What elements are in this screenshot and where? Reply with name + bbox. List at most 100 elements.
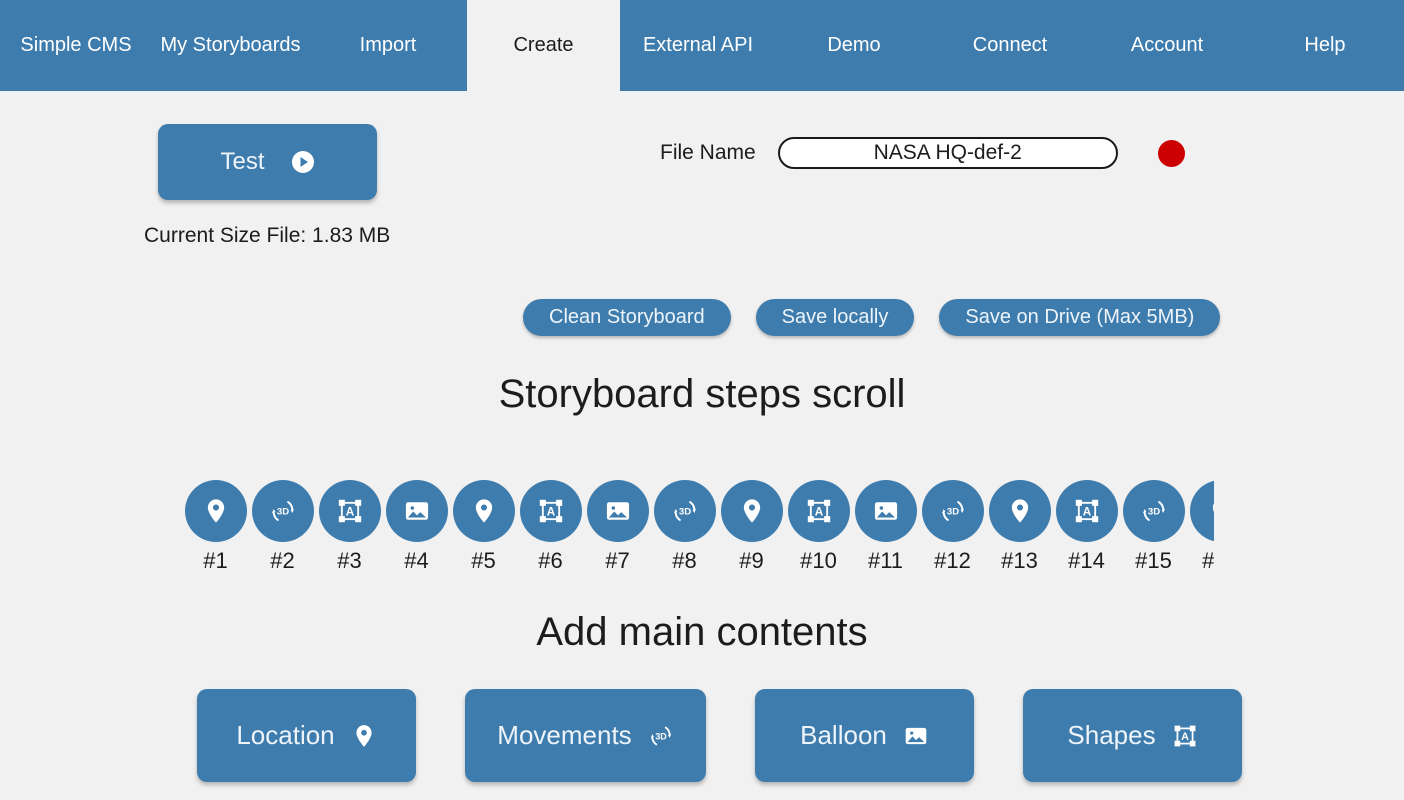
step-icon-button[interactable]: [720, 480, 783, 542]
add-content-button-label: Shapes: [1067, 720, 1156, 750]
nav-item-label: Create: [513, 34, 574, 56]
svg-text:A: A: [814, 505, 823, 518]
step-icon-button[interactable]: 3D: [251, 480, 314, 542]
location-pin-icon: [351, 723, 377, 749]
save-locally-button[interactable]: Save locally: [755, 299, 915, 336]
storyboard-step[interactable]: #1: [182, 480, 249, 574]
storyboard-step[interactable]: 3D#12: [919, 480, 986, 574]
step-label: #3: [337, 548, 362, 573]
svg-text:3D: 3D: [655, 731, 667, 741]
step-icon-button[interactable]: A: [1055, 480, 1118, 542]
svg-text:A: A: [1181, 731, 1189, 743]
shape-frame-a-icon: A: [1073, 497, 1101, 525]
nav-item-simple-cms[interactable]: Simple CMS: [0, 0, 152, 91]
test-block: Test Current Size File: 1.83 MB: [144, 124, 438, 248]
nav-item-import[interactable]: Import: [309, 0, 467, 91]
save-actions-row: Clean Storyboard Save locally Save on Dr…: [523, 299, 1221, 336]
step-label: #7: [605, 548, 630, 573]
storyboard-steps-title: Storyboard steps scroll: [498, 372, 906, 416]
storyboard-step[interactable]: #11: [852, 480, 919, 574]
test-button-label: Test: [220, 148, 265, 175]
add-balloon-button[interactable]: Balloon: [755, 689, 974, 782]
step-label: #4: [404, 548, 429, 573]
storyboard-step[interactable]: 3D #15: [1120, 480, 1187, 574]
storyboard-step[interactable]: #4: [383, 480, 450, 574]
step-label: #12: [934, 548, 971, 573]
step-icon-button[interactable]: 3D: [1122, 480, 1185, 542]
add-shapes-button[interactable]: Shapes A: [1023, 689, 1242, 782]
storyboard-step[interactable]: A #6: [517, 480, 584, 574]
test-button[interactable]: Test: [158, 124, 377, 200]
add-main-contents-title: Add main contents: [536, 610, 868, 654]
shape-frame-a-icon: A: [537, 497, 565, 525]
nav-item-label: My Storyboards: [160, 34, 301, 56]
nav-item-external-api[interactable]: External API: [620, 0, 776, 91]
nav-item-label: Import: [359, 34, 417, 56]
rotate-3d-icon: 3D: [1140, 497, 1168, 525]
storyboard-step[interactable]: #9: [718, 480, 785, 574]
file-name-input[interactable]: [777, 137, 1118, 169]
storyboard-step[interactable]: #7: [584, 480, 651, 574]
page-content: Test Current Size File: 1.83 MB File Nam…: [0, 91, 1404, 800]
add-movements-button[interactable]: Movements 3D: [465, 689, 706, 782]
nav-item-help[interactable]: Help: [1246, 0, 1404, 91]
location-pin-icon: [470, 497, 498, 525]
nav-item-label: Account: [1130, 34, 1204, 56]
add-content-button-label: Location: [236, 720, 335, 750]
storyboard-step[interactable]: A#10: [785, 480, 852, 574]
step-icon-button[interactable]: [452, 480, 515, 542]
storyboard-step[interactable]: A #14: [1053, 480, 1120, 574]
shape-frame-a-icon: A: [1172, 723, 1198, 749]
shape-frame-a-icon: A: [336, 497, 364, 525]
storyboard-step[interactable]: #5: [450, 480, 517, 574]
step-label: #9: [739, 548, 764, 573]
location-pin-icon: [202, 497, 230, 525]
nav-item-account[interactable]: Account: [1088, 0, 1246, 91]
add-main-contents-row: Location Movements 3D Balloon Shapes A: [197, 689, 1242, 782]
location-pin-icon: [1006, 497, 1034, 525]
svg-text:A: A: [546, 505, 555, 518]
step-icon-button[interactable]: [586, 480, 649, 542]
step-label: #13: [1001, 548, 1038, 573]
step-icon-button[interactable]: A: [318, 480, 381, 542]
storyboard-step[interactable]: A #3: [316, 480, 383, 574]
step-icon-button[interactable]: [854, 480, 917, 542]
add-content-button-label: Balloon: [800, 720, 887, 750]
storyboard-step[interactable]: 3D#2: [249, 480, 316, 574]
add-content-button-label: Movements: [497, 720, 632, 750]
location-pin-icon: [738, 497, 766, 525]
storyboard-step[interactable]: 3D#8: [651, 480, 718, 574]
play-icon: [291, 150, 315, 174]
nav-item-connect[interactable]: Connect: [932, 0, 1088, 91]
step-label: #15: [1135, 548, 1172, 573]
save-on-drive-button[interactable]: Save on Drive (Max 5MB): [939, 299, 1221, 336]
current-size-label: Current Size File: 1.83 MB: [144, 224, 391, 247]
step-icon-button[interactable]: [1189, 480, 1214, 542]
file-name-label: File Name: [660, 141, 756, 164]
step-icon-button[interactable]: 3D: [653, 480, 716, 542]
step-label: #14: [1068, 548, 1105, 573]
step-label: #5: [471, 548, 496, 573]
nav-item-demo[interactable]: Demo: [776, 0, 932, 91]
step-label: #6: [538, 548, 563, 573]
nav-item-my-storyboards[interactable]: My Storyboards: [152, 0, 309, 91]
image-icon: [872, 497, 900, 525]
nav-item-create[interactable]: Create: [467, 0, 620, 91]
storyboard-step[interactable]: #13: [986, 480, 1053, 574]
step-icon-button[interactable]: [385, 480, 448, 542]
add-location-button[interactable]: Location: [197, 689, 416, 782]
nav-item-label: Demo: [827, 34, 881, 56]
record-dot-icon[interactable]: [1157, 139, 1185, 167]
step-icon-button[interactable]: A: [519, 480, 582, 542]
step-icon-button[interactable]: [184, 480, 247, 542]
step-icon-button[interactable]: 3D: [921, 480, 984, 542]
clean-storyboard-button[interactable]: Clean Storyboard: [523, 299, 731, 336]
step-icon-button[interactable]: [988, 480, 1051, 542]
storyboard-step[interactable]: #16: [1187, 480, 1214, 574]
svg-text:3D: 3D: [678, 507, 690, 518]
image-icon: [604, 497, 632, 525]
step-icon-button[interactable]: A: [787, 480, 850, 542]
svg-text:A: A: [345, 505, 354, 518]
